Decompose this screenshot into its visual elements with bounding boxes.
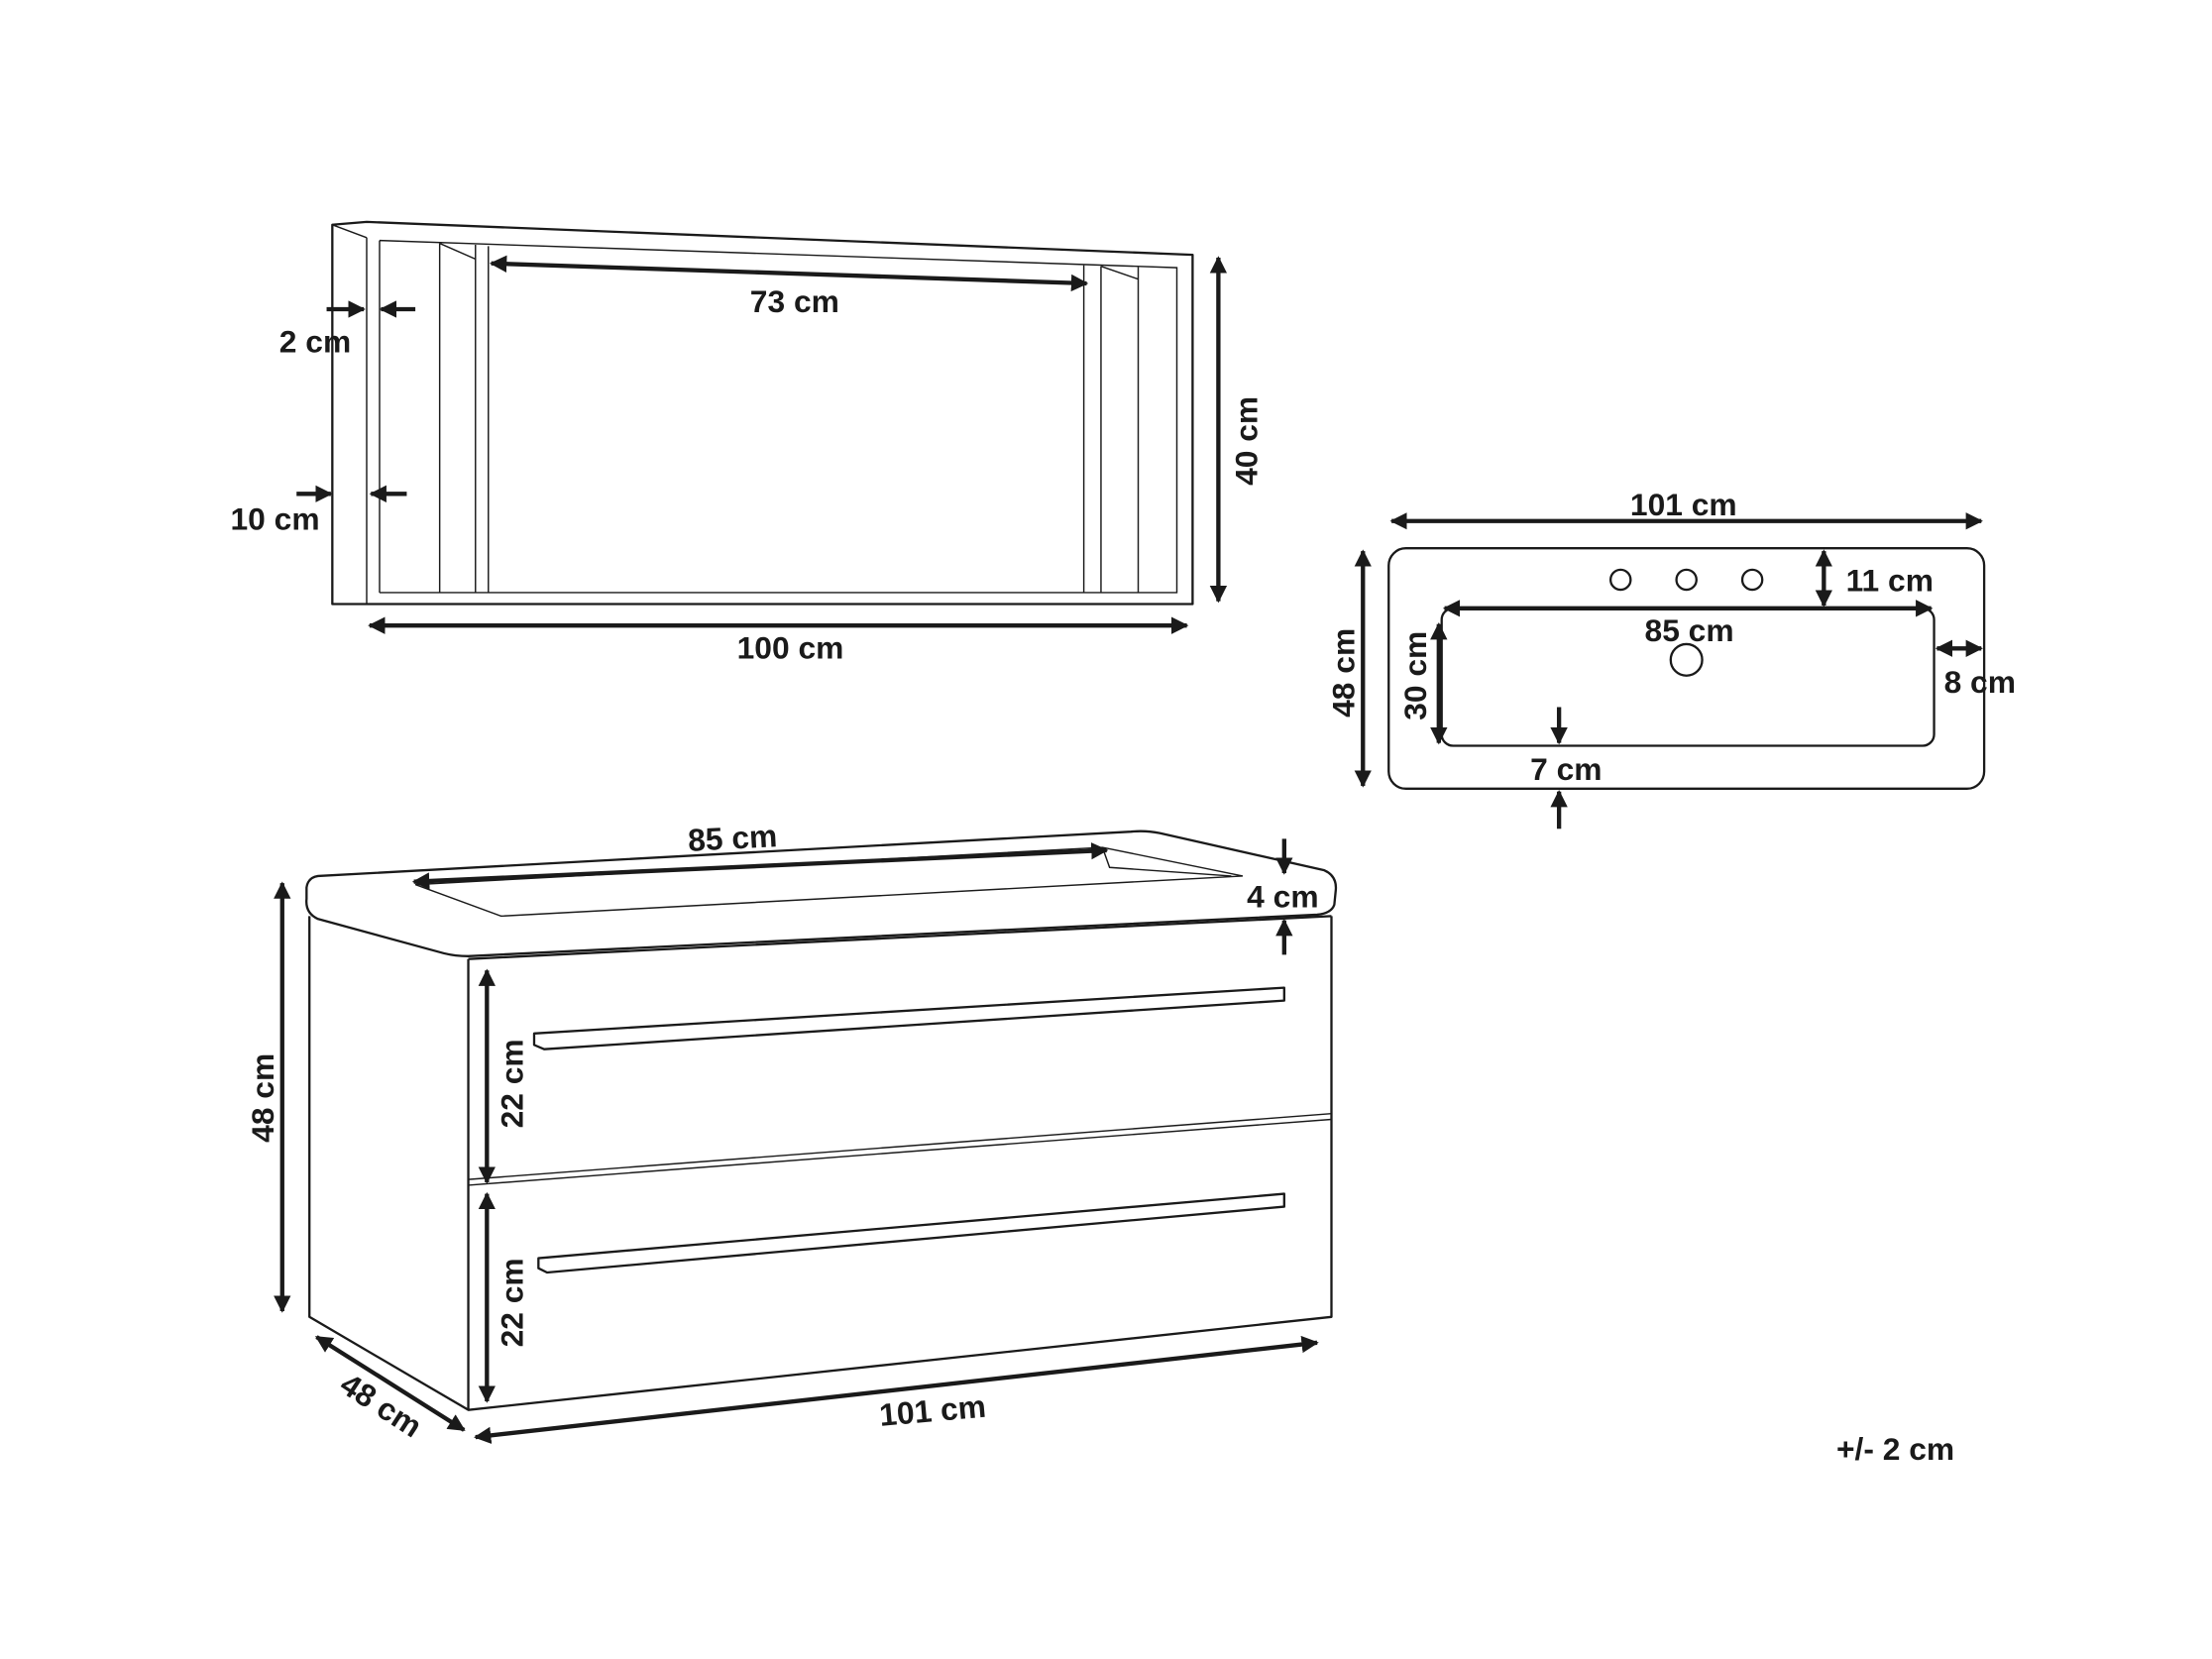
tap-hole-center [1675, 568, 1698, 592]
tap-hole-right [1740, 568, 1764, 592]
dim-4cm-label: 4 cm [1247, 879, 1318, 915]
dim-10cm-label: 10 cm [231, 500, 320, 536]
drawer-bottom-handle [537, 1192, 1285, 1274]
countertop-outline [1387, 547, 1986, 790]
dim-101cm-width-arrow [474, 1335, 1319, 1444]
shelf-outline [331, 220, 1194, 606]
dim-73cm-arrow [489, 255, 1089, 292]
dim-101cm-label: 101 cm [1630, 487, 1737, 522]
dim-11cm-label: 11 cm [1846, 563, 1934, 599]
wall-shelf: 73 cm 2 cm 10 cm 40 cm 100 cm [231, 220, 1264, 665]
dim-8cm-label: 8 cm [1944, 664, 2016, 700]
dim-22cm-bottom-label: 22 cm [494, 1258, 529, 1347]
dim-85cm-label: 85 cm [687, 818, 778, 858]
basin-cutout [414, 846, 1244, 918]
shelf-inner [332, 224, 1178, 605]
dim-100cm-label: 100 cm [737, 629, 844, 665]
dim-2cm-label: 2 cm [279, 323, 351, 359]
dim-48cm-label: 48 cm [1326, 628, 1362, 718]
drawer-divider [468, 1112, 1332, 1186]
dim-48cm-height-label: 48 cm [245, 1053, 280, 1143]
dim-30cm-label: 30 cm [1397, 631, 1433, 720]
drawer-top-handle [532, 986, 1285, 1051]
dim-101cm-width-label: 101 cm [878, 1388, 987, 1433]
drain-hole [1669, 642, 1704, 677]
dim-85cm-arrow [411, 841, 1109, 890]
dim-48cm-depth-arrow [314, 1335, 466, 1432]
dim-22cm-top-label: 22 cm [494, 1039, 529, 1128]
countertop-slab [305, 830, 1338, 957]
cabinet-body [308, 915, 1333, 1411]
dim-40cm-label: 40 cm [1228, 396, 1264, 486]
dim-85cm-label: 85 cm [1645, 612, 1734, 648]
sink-top-view: 101 cm 48 cm 11 cm 85 cm 30 cm 8 cm 7 cm [1326, 487, 2016, 830]
dim-7cm-label: 7 cm [1530, 751, 1602, 787]
vanity-cabinet: 85 cm 4 cm 48 cm 22 cm 22 cm 48 cm 101 c… [245, 818, 1338, 1444]
dim-73cm-label: 73 cm [750, 283, 839, 319]
tolerance-note: +/- 2 cm [1836, 1431, 1954, 1467]
tap-hole-left [1608, 568, 1632, 592]
